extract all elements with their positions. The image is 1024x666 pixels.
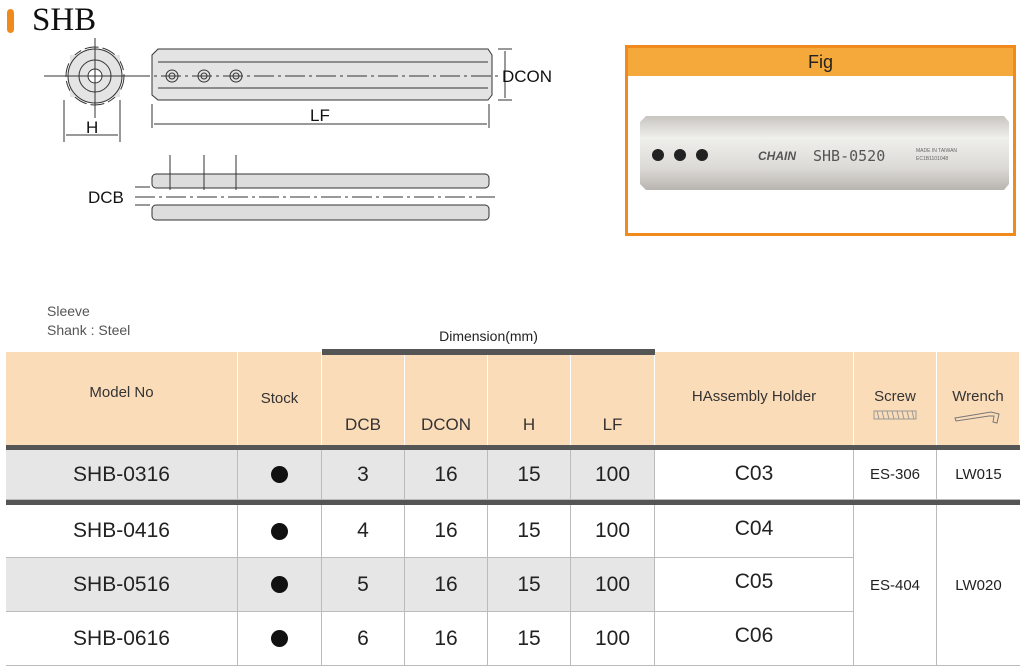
header-dcb: DCB bbox=[322, 355, 405, 445]
screw-icon bbox=[873, 410, 917, 420]
row4-h: 15 bbox=[488, 612, 571, 666]
row4-stock bbox=[238, 612, 322, 666]
in-stock-dot-icon bbox=[271, 466, 288, 483]
model-marking: SHB-0520 bbox=[813, 147, 885, 165]
header-screw: Screw bbox=[854, 352, 937, 445]
figure-header: Fig bbox=[628, 48, 1013, 76]
row1-stock bbox=[238, 450, 322, 500]
row3-model: SHB-0516 bbox=[6, 558, 238, 612]
row1-h: 15 bbox=[488, 450, 571, 500]
row2-model: SHB-0416 bbox=[6, 505, 238, 558]
row1-dcb: 3 bbox=[322, 450, 405, 500]
marking-small-1: MADE IN TAIWAN bbox=[916, 148, 957, 154]
row3-holder: C05 bbox=[655, 558, 854, 612]
row1-model: SHB-0316 bbox=[6, 450, 238, 500]
row2-stock bbox=[238, 505, 322, 558]
material-notes: Sleeve Shank : Steel bbox=[47, 302, 130, 340]
product-photo: CHAIN SHB-0520 MADE IN TAIWAN EC1B110104… bbox=[640, 116, 1009, 190]
header-holder: HAssembly Holder bbox=[655, 352, 854, 445]
technical-drawing: DCON LF H DCB bbox=[44, 38, 552, 221]
wrench-icon bbox=[954, 411, 1000, 424]
row4-model: SHB-0616 bbox=[6, 612, 238, 666]
row1-lf: 100 bbox=[571, 450, 655, 500]
row3-stock bbox=[238, 558, 322, 612]
row3-dcb: 5 bbox=[322, 558, 405, 612]
dcon-label: DCON bbox=[502, 67, 552, 86]
in-stock-dot-icon bbox=[271, 576, 288, 593]
row3-lf: 100 bbox=[571, 558, 655, 612]
row1-wrench: LW015 bbox=[937, 450, 1020, 500]
h-label: H bbox=[86, 118, 98, 137]
brand-marking: CHAIN bbox=[758, 149, 796, 163]
row2-lf: 100 bbox=[571, 505, 655, 558]
row4-dcon: 16 bbox=[405, 612, 488, 666]
row-separator bbox=[6, 500, 1020, 505]
note-shank: Shank : Steel bbox=[47, 322, 131, 338]
row2-dcon: 16 bbox=[405, 505, 488, 558]
header-model: Model No bbox=[6, 352, 238, 445]
header-wrench-label: Wrench bbox=[952, 388, 1004, 405]
dimension-group-label: Dimension(mm) bbox=[439, 328, 538, 344]
row1-holder: C03 bbox=[655, 450, 854, 500]
header-h: H bbox=[488, 355, 571, 445]
header-wrench: Wrench bbox=[937, 352, 1020, 445]
row4-lf: 100 bbox=[571, 612, 655, 666]
row3-dcon: 16 bbox=[405, 558, 488, 612]
rows2-4-screw: ES-404 bbox=[854, 505, 937, 666]
lf-label: LF bbox=[310, 106, 330, 125]
in-stock-dot-icon bbox=[271, 630, 288, 647]
in-stock-dot-icon bbox=[271, 522, 288, 540]
dcb-label: DCB bbox=[88, 188, 124, 207]
header-stock: Stock bbox=[238, 352, 322, 445]
header-lf: LF bbox=[571, 355, 655, 445]
header-separator bbox=[6, 445, 1020, 450]
row4-holder: C06 bbox=[655, 612, 854, 666]
row2-dcb: 4 bbox=[322, 505, 405, 558]
page-title: SHB bbox=[32, 2, 97, 38]
row2-holder: C04 bbox=[655, 505, 854, 558]
row4-dcb: 6 bbox=[322, 612, 405, 666]
title-accent-bar bbox=[7, 9, 14, 33]
note-sleeve: Sleeve bbox=[47, 303, 90, 319]
header-dcon: DCON bbox=[405, 355, 488, 445]
dimension-group-bar bbox=[322, 349, 655, 355]
row1-dcon: 16 bbox=[405, 450, 488, 500]
row2-h: 15 bbox=[488, 505, 571, 558]
header-screw-label: Screw bbox=[874, 388, 916, 405]
rows2-4-wrench: LW020 bbox=[937, 505, 1020, 666]
marking-small-2: EC1B1101048 bbox=[916, 156, 948, 162]
row1-screw: ES-306 bbox=[854, 450, 937, 500]
figure-box: Fig CHAIN SHB-0520 MADE IN TAIWAN EC1B11… bbox=[625, 45, 1016, 236]
row3-h: 15 bbox=[488, 558, 571, 612]
